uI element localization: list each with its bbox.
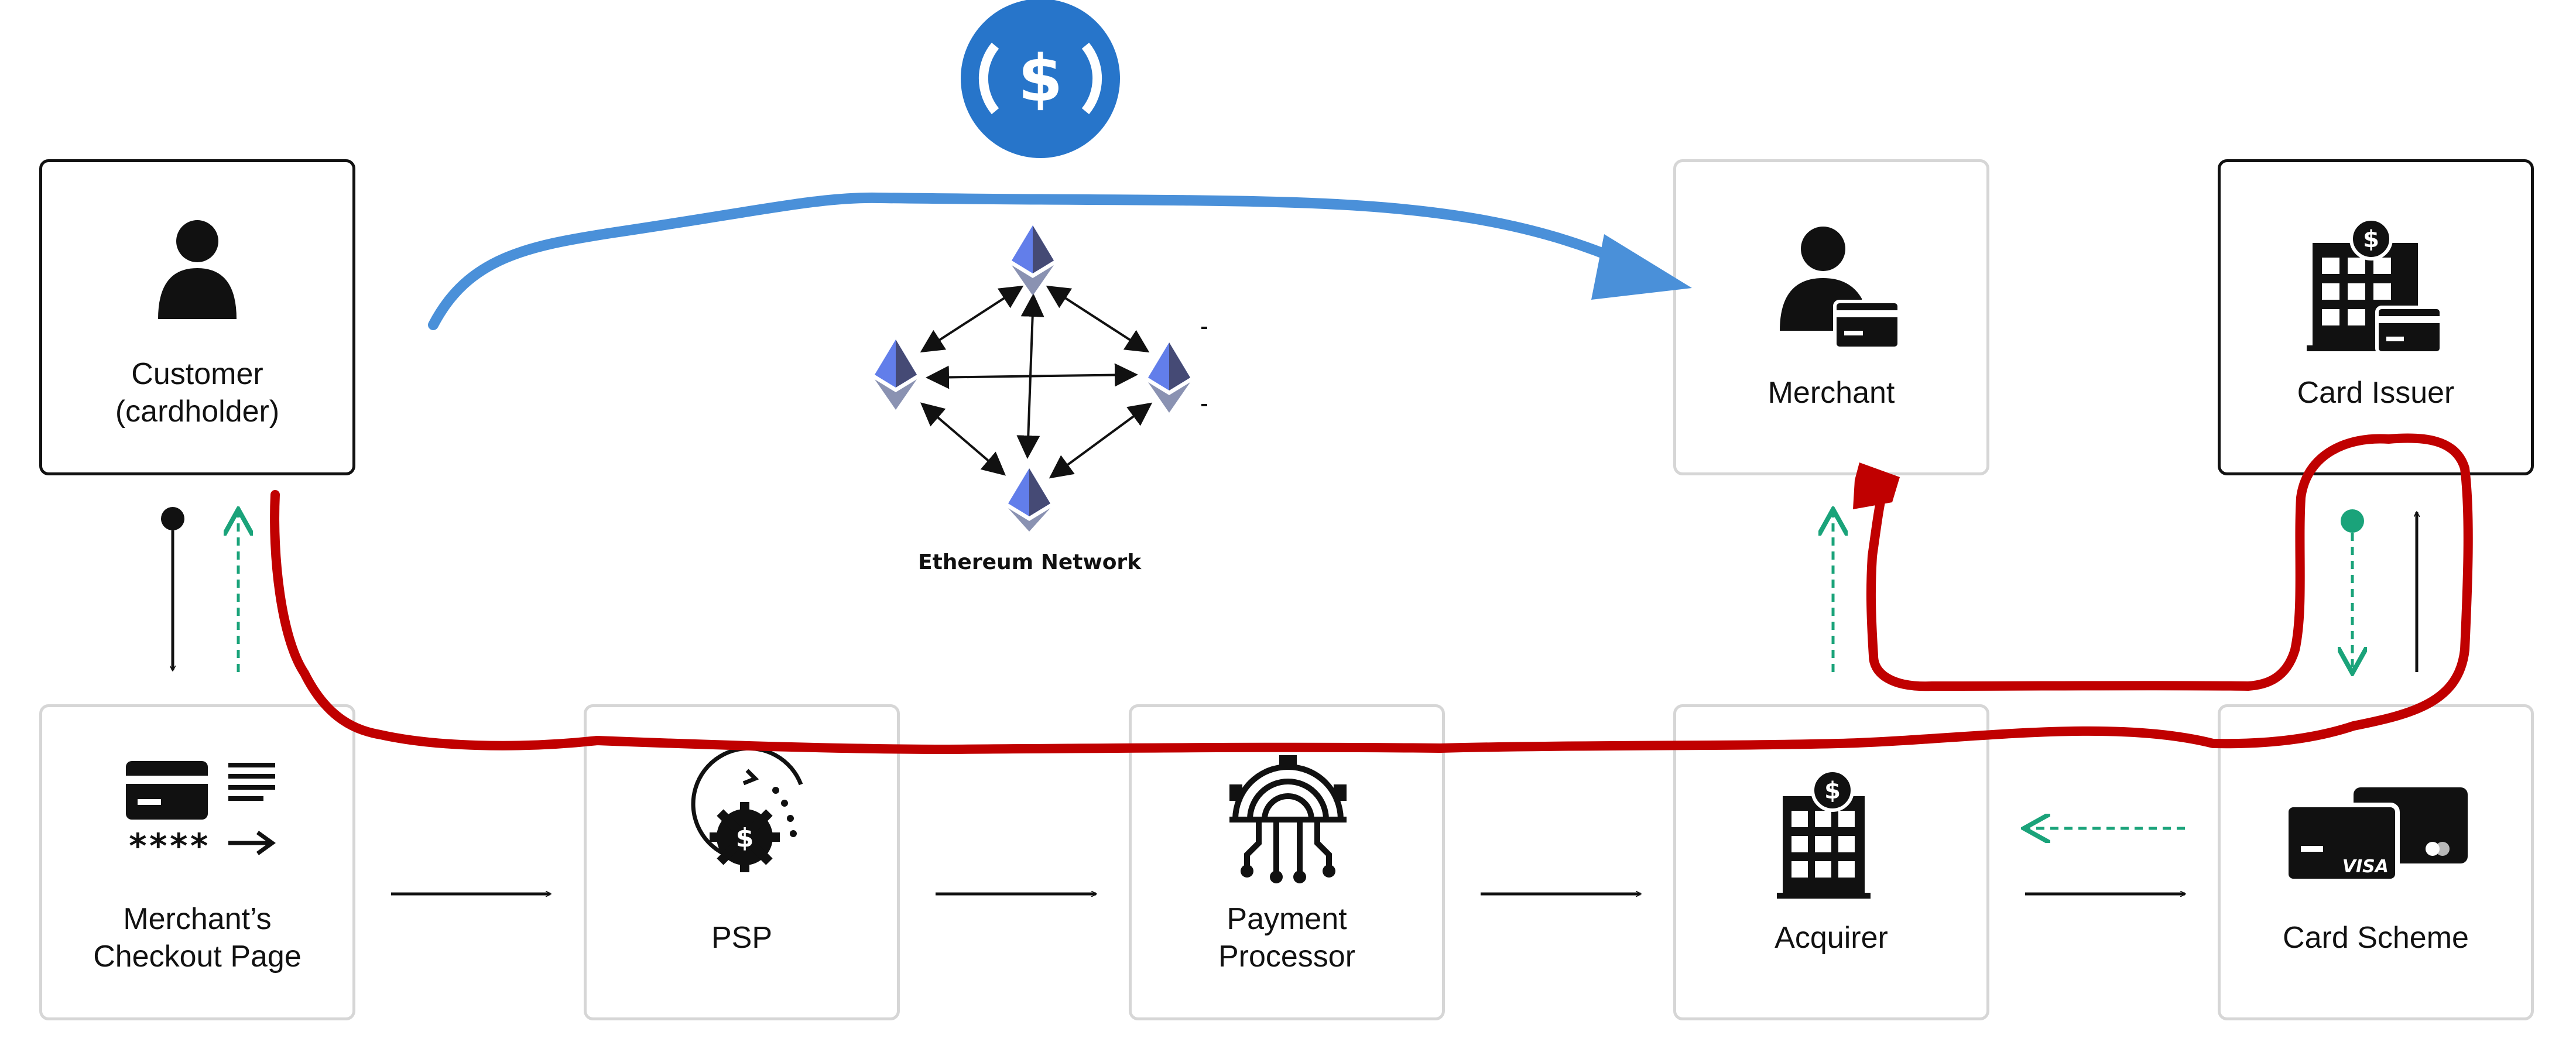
bank-icon: $ [2307,217,2443,355]
ethereum-icon [875,340,917,410]
issuer-scheme-connectors [2341,509,2417,672]
merchant-icon [1780,227,1901,350]
psp-label: PSP [711,921,773,955]
psp-gear-icon: $ [691,746,803,872]
ethereum-icon [1148,342,1190,413]
checkout-to-customer-connectors [161,507,238,672]
card-list-icon: **** [126,761,276,866]
checkout-node: Merchant’s Checkout Page [39,704,355,1020]
acquirer-label: Acquirer [1775,921,1888,955]
person-icon [158,220,237,319]
coin-dollar-sign: $ [1018,41,1063,116]
customer-label: Customer (cardholder) [115,357,280,429]
customer-node: Customer (cardholder) [39,159,355,475]
payment-processor-label: Payment Processor [1218,902,1356,974]
card-brand: VISA [2342,856,2389,877]
svg-text:$: $ [736,823,754,853]
usdc-coin-icon: $ [961,0,1120,158]
ethereum-network [875,225,1207,532]
svg-text:$: $ [2363,226,2379,253]
ethereum-icon [1008,468,1050,532]
acquirer-bank-icon: $ [1777,769,1871,899]
stablecoin-flow-arrow [428,192,1692,330]
svg-text:$: $ [1824,777,1841,804]
card-mask: **** [128,826,210,866]
card-issuer-label: Card Issuer [2297,376,2455,410]
processor-icon [1229,755,1347,883]
checkout-label: Merchant’s Checkout Page [93,902,302,974]
card-flow-line [270,433,2473,754]
cards-icon: VISA [2284,787,2468,883]
merchant-label: Merchant [1767,376,1895,410]
ethereum-icon [1012,225,1054,296]
ethereum-network-label: Ethereum Network [918,550,1142,574]
card-scheme-label: Card Scheme [2283,921,2469,955]
card-issuer-node: Card Issuer [2218,159,2534,475]
